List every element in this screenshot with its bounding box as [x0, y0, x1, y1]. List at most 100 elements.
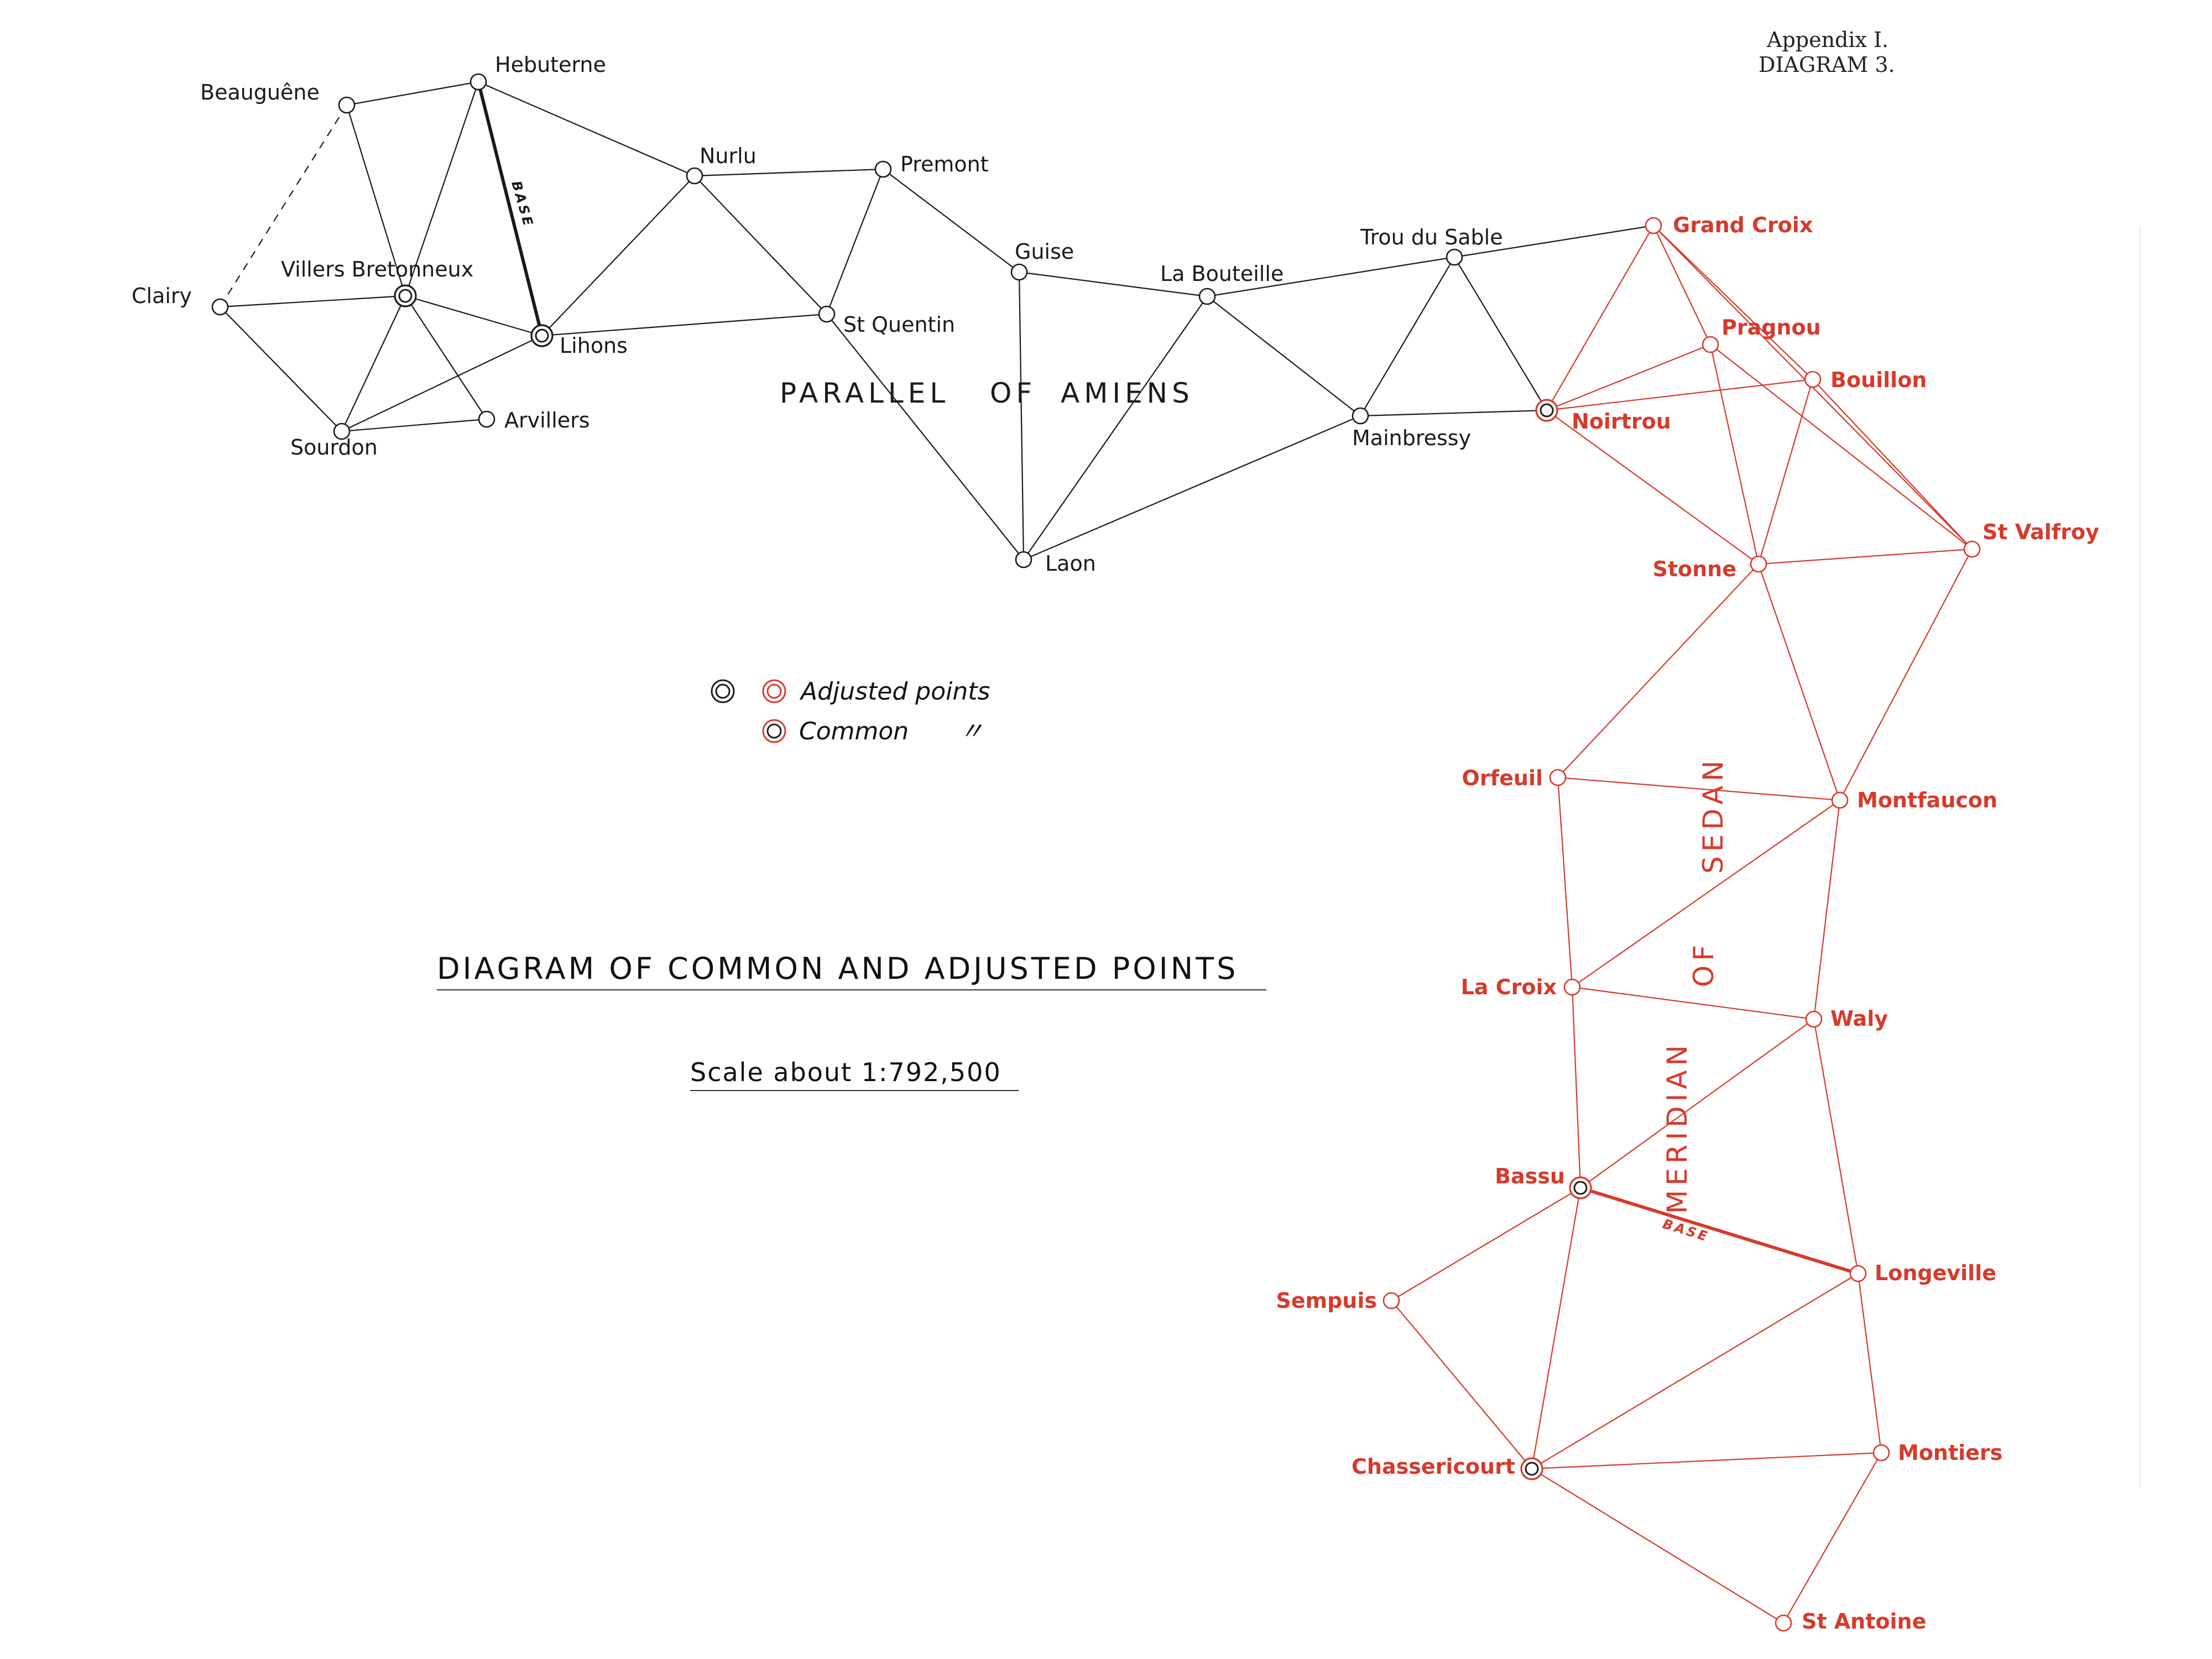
station-label-chassericourt: Chassericourt — [1352, 1454, 1515, 1479]
link-clairy-villers — [220, 295, 406, 308]
station-sourdon — [333, 422, 351, 440]
base-line-bassu-longeville — [1580, 1186, 1859, 1275]
station-orfeuil — [1549, 769, 1567, 786]
station-bouillon — [1804, 371, 1822, 388]
link-lacroix-waly — [1572, 986, 1814, 1020]
meridian-word-3: SEDAN — [1697, 756, 1729, 874]
legend-symbol-common — [762, 719, 786, 743]
link-bouillon-stonne — [1757, 379, 1814, 565]
link-villers-sourdon — [341, 295, 406, 432]
link-orfeuil-montfaucon — [1557, 776, 1840, 801]
station-villers — [394, 284, 417, 307]
station-label-longeville: Longeville — [1875, 1261, 1996, 1285]
link-mainbressy-noirtrou — [1360, 409, 1547, 417]
link-pragnou-stvalfroy — [1710, 344, 1973, 550]
station-label-stantoine: St Antoine — [1802, 1609, 1926, 1634]
station-label-premont: Premont — [900, 152, 989, 176]
link-chassericourt-stantoine — [1531, 1468, 1784, 1624]
station-montfaucon — [1831, 791, 1849, 809]
link-villers-arvillers — [405, 295, 487, 420]
station-clairy — [211, 298, 229, 316]
link-grandcroix-pragnou — [1653, 225, 1711, 345]
station-stvalfroy — [1963, 540, 1981, 558]
station-label-nurlu: Nurlu — [700, 144, 757, 168]
link-troudusable-grandcroix — [1454, 225, 1654, 258]
link-waly-longeville — [1813, 1019, 1859, 1274]
legend-common-label: Common — [799, 717, 909, 745]
station-label-stquentin: St Quentin — [843, 312, 955, 337]
link-noirtrou-pragnou — [1546, 343, 1711, 411]
link-pragnou-stonne — [1709, 344, 1760, 565]
link-hebuterne-villers — [404, 81, 479, 296]
station-beauguene — [338, 96, 356, 114]
link-labouteille-laon — [1023, 296, 1208, 560]
station-premont — [874, 160, 892, 178]
station-label-villers: Villers Bretonneux — [281, 257, 473, 281]
station-lihons — [530, 324, 554, 347]
link-noirtrou-bouillon — [1546, 378, 1813, 411]
meridian-word-2: OF — [1688, 941, 1720, 987]
link-beauguene-hebuterne — [346, 81, 479, 106]
link-lihons-stquentin — [541, 313, 827, 337]
link-premont-stquentin — [826, 169, 884, 315]
station-laon — [1015, 551, 1032, 568]
station-nurlu — [686, 167, 703, 185]
scale-label: Scale about 1:792,500 — [690, 1057, 1001, 1087]
station-label-laon: Laon — [1045, 551, 1096, 576]
station-label-bassu: Bassu — [1495, 1164, 1565, 1188]
link-chassericourt-montiers — [1531, 1452, 1882, 1470]
station-label-stonne: Stonne — [1652, 557, 1736, 581]
link-nurlu-premont — [694, 168, 884, 177]
station-label-montiers: Montiers — [1898, 1441, 2002, 1465]
station-stquentin — [818, 305, 836, 323]
station-arvillers — [478, 410, 495, 428]
station-label-troudusable: Trou du Sable — [1360, 225, 1503, 249]
parallel-word-2: OF — [990, 377, 1036, 409]
station-bassu — [1569, 1176, 1592, 1199]
station-label-lihons: Lihons — [560, 333, 628, 358]
station-montiers — [1872, 1444, 1890, 1462]
station-label-orfeuil: Orfeuil — [1462, 766, 1543, 790]
network-links — [220, 81, 1973, 1624]
link-montfaucon-lacroix — [1572, 800, 1840, 988]
station-label-guise: Guise — [1015, 239, 1074, 264]
legend-symbol-red-adjusted — [762, 679, 786, 703]
link-guise-labouteille — [1019, 271, 1208, 298]
station-stonne — [1750, 555, 1767, 573]
station-label-bouillon: Bouillon — [1830, 368, 1927, 392]
diagram-title: DIAGRAM OF COMMON AND ADJUSTED POINTS — [437, 951, 1238, 986]
link-grandcroix-bouillon — [1653, 225, 1813, 380]
link-laon-mainbressy — [1023, 415, 1361, 561]
legend-ditto-mark: 〃 — [959, 717, 984, 745]
station-grandcroix — [1645, 217, 1662, 234]
link-longeville-montiers — [1857, 1273, 1882, 1453]
link-stquentin-laon — [826, 314, 1024, 560]
link-stvalfroy-montfaucon — [1839, 549, 1973, 801]
link-villers-lihons — [405, 295, 542, 337]
station-stantoine — [1775, 1614, 1792, 1632]
link-sempuis-chassericourt — [1391, 1300, 1532, 1469]
link-longeville-chassericourt — [1531, 1273, 1859, 1469]
link-stonne-montfaucon — [1757, 564, 1841, 801]
station-label-sourdon: Sourdon — [290, 435, 378, 460]
link-guise-laon — [1018, 272, 1025, 560]
station-lacroix — [1563, 978, 1581, 996]
link-stonne-orfeuil — [1557, 564, 1759, 778]
station-mainbressy — [1352, 407, 1369, 425]
link-waly-bassu — [1580, 1019, 1814, 1188]
station-waly — [1805, 1010, 1823, 1028]
station-labouteille — [1198, 288, 1216, 305]
link-orfeuil-lacroix — [1557, 777, 1573, 988]
link-montiers-stantoine — [1783, 1452, 1882, 1624]
appendix-label: Appendix I. — [1766, 28, 1888, 52]
link-troudusable-mainbressy — [1360, 257, 1455, 416]
station-label-pragnou: Pragnou — [1721, 315, 1821, 340]
station-sempuis — [1383, 1292, 1400, 1310]
legend: Adjusted points Common 〃 — [711, 677, 990, 745]
meridian-word-1: MERIDIAN — [1661, 1041, 1693, 1214]
base-line-hebuterne-lihons — [477, 81, 544, 336]
station-label-lacroix: La Croix — [1461, 975, 1557, 999]
link-lihons-nurlu — [541, 175, 695, 336]
link-troudusable-noirtrou — [1454, 257, 1547, 411]
station-label-stvalfroy: St Valfroy — [1983, 520, 2099, 544]
